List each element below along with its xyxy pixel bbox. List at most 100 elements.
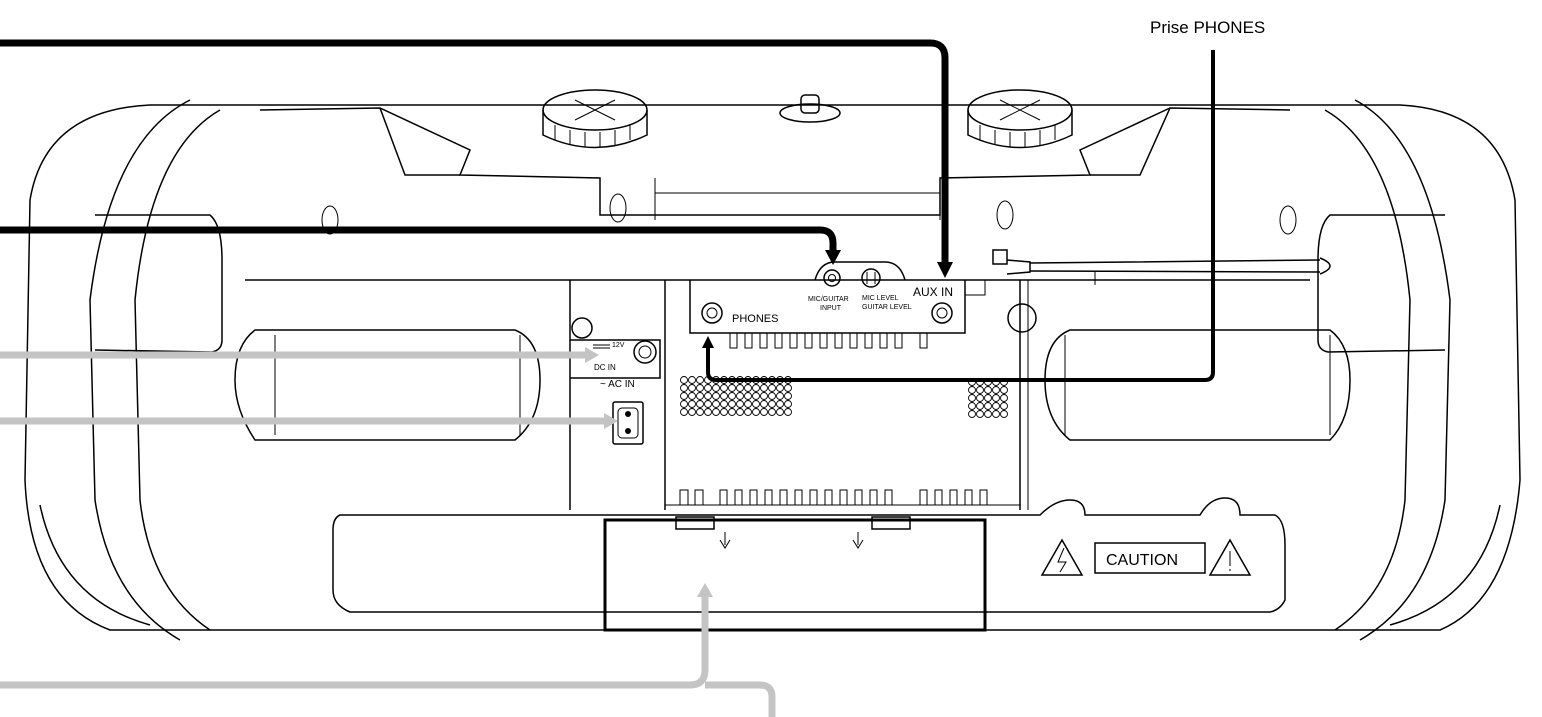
speaker-hole [768, 392, 776, 400]
battery-pointer [0, 595, 776, 717]
speaker-hole [760, 400, 768, 408]
speaker-hole [760, 408, 768, 416]
mic-input-pointer [0, 226, 837, 250]
right-knob [967, 89, 1073, 149]
speaker-hole [720, 392, 728, 400]
speaker-hole [976, 402, 984, 410]
speaker-hole [720, 408, 728, 416]
mic-guitar-input-label-2: INPUT [820, 305, 842, 312]
speaker-hole [704, 400, 712, 408]
speaker-hole [776, 400, 784, 408]
speaker-hole [768, 408, 776, 416]
speaker-hole [992, 394, 1000, 402]
dc-12v-label: 12V [612, 342, 625, 349]
caution-label: CAUTION [1106, 552, 1178, 569]
speaker-hole [744, 392, 752, 400]
speaker-hole [968, 394, 976, 402]
speaker-hole [976, 394, 984, 402]
speaker-hole [744, 408, 752, 416]
speaker-hole [736, 408, 744, 416]
speaker-hole [1000, 402, 1008, 410]
speaker-hole [728, 400, 736, 408]
speaker-hole [784, 384, 792, 392]
speaker-hole [736, 384, 744, 392]
speaker-hole [680, 400, 688, 408]
phones-label: PHONES [732, 313, 778, 325]
speaker-hole [984, 410, 992, 418]
speaker-hole [712, 408, 720, 416]
speaker-hole [992, 386, 1000, 394]
speaker-hole [712, 400, 720, 408]
mic-guitar-input-label: MIC/GUITAR [808, 296, 849, 303]
speaker-hole [784, 408, 792, 416]
speaker-hole [784, 400, 792, 408]
speaker-hole [688, 384, 696, 392]
dc-in-label: DC IN [594, 363, 616, 372]
speaker-hole [712, 384, 720, 392]
speaker-hole [776, 392, 784, 400]
speaker-hole [984, 394, 992, 402]
aux-in-pointer [0, 39, 949, 262]
speaker-hole [736, 392, 744, 400]
speaker-hole [688, 408, 696, 416]
speaker-hole [976, 410, 984, 418]
speaker-hole [768, 400, 776, 408]
speaker-hole [720, 400, 728, 408]
speaker-hole [744, 400, 752, 408]
speaker-hole [728, 408, 736, 416]
speaker-hole [728, 384, 736, 392]
speaker-hole [728, 392, 736, 400]
speaker-hole [984, 402, 992, 410]
speaker-hole [776, 408, 784, 416]
speaker-hole [776, 384, 784, 392]
connector-panel [689, 261, 986, 334]
speaker-hole [976, 386, 984, 394]
speaker-hole [688, 376, 696, 384]
speaker-hole [696, 384, 704, 392]
ac-in-label: ~ AC IN [600, 379, 635, 390]
speaker-hole [992, 402, 1000, 410]
mic-level-label: MIC LEVEL [862, 295, 899, 302]
speaker-hole [752, 392, 760, 400]
aux-in-label: AUX IN [913, 285, 953, 299]
speaker-hole [768, 384, 776, 392]
phones-pointer [706, 50, 1215, 382]
speaker-hole [736, 400, 744, 408]
guitar-level-label: GUITAR LEVEL [862, 304, 912, 311]
speaker-hole [688, 392, 696, 400]
speaker-hole [752, 408, 760, 416]
speaker-hole [712, 392, 720, 400]
pointer-lines [0, 39, 1215, 717]
speaker-hole [704, 408, 712, 416]
caution-signs [1040, 538, 1252, 576]
prise-phones-label: Prise PHONES [1150, 18, 1265, 37]
speaker-hole [1000, 394, 1008, 402]
speaker-hole [680, 384, 688, 392]
speaker-grille-right [968, 378, 1008, 418]
speaker-hole [704, 392, 712, 400]
speaker-hole [752, 400, 760, 408]
device-body [24, 94, 1521, 641]
speaker-hole [696, 400, 704, 408]
left-knob [542, 89, 648, 149]
speaker-hole [704, 384, 712, 392]
speaker-hole [696, 392, 704, 400]
speaker-hole [784, 392, 792, 400]
speaker-hole [680, 408, 688, 416]
speaker-hole [1000, 386, 1008, 394]
speaker-hole [984, 386, 992, 394]
speaker-hole [1000, 410, 1008, 418]
speaker-hole [968, 402, 976, 410]
speaker-hole [696, 408, 704, 416]
speaker-hole [744, 384, 752, 392]
speaker-hole [720, 384, 728, 392]
speaker-hole [760, 392, 768, 400]
antenna [992, 249, 1331, 333]
speaker-hole [992, 410, 1000, 418]
speaker-hole [968, 410, 976, 418]
speaker-hole [968, 386, 976, 394]
speaker-grille-left [680, 376, 792, 416]
speaker-hole [760, 384, 768, 392]
speaker-hole [680, 376, 688, 384]
